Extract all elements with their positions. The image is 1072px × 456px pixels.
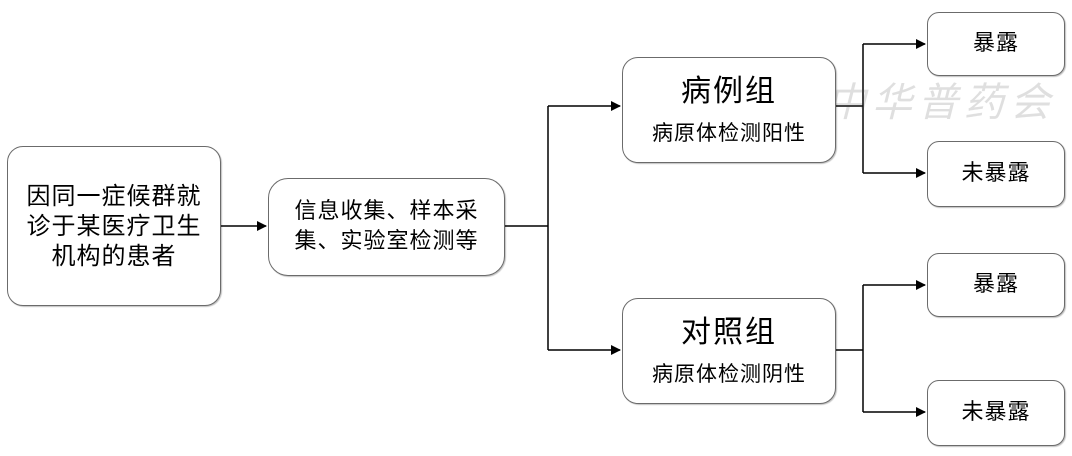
case-group-title: 病例组 bbox=[681, 74, 777, 109]
control-group-subtitle: 病原体检测阴性 bbox=[652, 362, 806, 386]
source-line-1: 因同一症候群就 bbox=[26, 182, 202, 210]
control-group-title: 对照组 bbox=[681, 315, 777, 350]
control-unexposed-label: 未暴露 bbox=[961, 400, 1031, 425]
case-unexposed-box: 未暴露 bbox=[927, 141, 1065, 207]
source-line-2: 诊于某医疗卫生 bbox=[26, 212, 202, 240]
case-exposed-label: 暴露 bbox=[972, 31, 1019, 56]
source-line-3: 机构的患者 bbox=[51, 242, 177, 270]
case-exposed-box: 暴露 bbox=[927, 12, 1065, 76]
watermark-text: 中华普药会 bbox=[826, 80, 1056, 126]
source-box: 因同一症候群就 诊于某医疗卫生 机构的患者 bbox=[7, 146, 221, 306]
control-unexposed-box: 未暴露 bbox=[927, 380, 1065, 446]
process-line-1: 信息收集、样本采 bbox=[294, 199, 479, 224]
process-line-2: 集、实验室检测等 bbox=[294, 229, 479, 254]
control-exposed-label: 暴露 bbox=[972, 272, 1019, 297]
case-group-box: 病例组 病原体检测阳性 bbox=[622, 57, 836, 163]
process-box: 信息收集、样本采 集、实验室检测等 bbox=[268, 178, 505, 276]
control-group-box: 对照组 病原体检测阴性 bbox=[622, 298, 836, 404]
control-exposed-box: 暴露 bbox=[927, 253, 1065, 317]
case-unexposed-label: 未暴露 bbox=[961, 161, 1031, 186]
case-group-subtitle: 病原体检测阳性 bbox=[652, 121, 806, 145]
